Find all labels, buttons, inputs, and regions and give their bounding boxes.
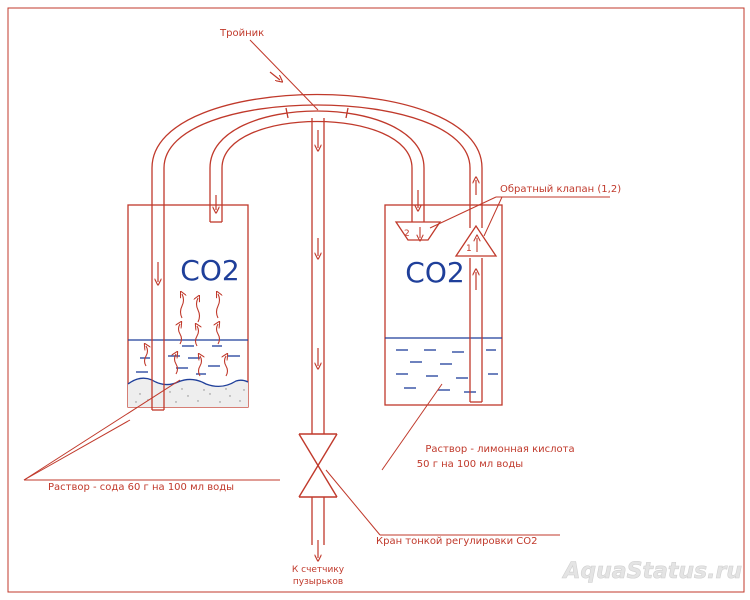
- right-gas-label: CO2: [405, 256, 464, 289]
- right-bottle: CO2: [384, 204, 503, 406]
- regulator-label: Кран тонкой регулировки CO2: [376, 536, 537, 547]
- left-gas-bubbles: [145, 294, 228, 377]
- check-valve-label: Обратный клапан (1,2): [500, 184, 621, 195]
- counter-label-line1: К счетчику: [292, 565, 345, 575]
- left-sediment-fill: [128, 378, 248, 407]
- left-sediment-line: [127, 377, 249, 388]
- citric-solution-label-line1: Раствор - лимонная кислота: [425, 444, 574, 455]
- check-valve-2-number: 2: [404, 229, 410, 239]
- check-valve-2: [394, 221, 442, 241]
- soda-leader-line-2: [23, 379, 181, 481]
- tee-leader-line: [249, 39, 319, 111]
- arch-flow-arrow: [269, 71, 280, 80]
- check-valve-leaders: [429, 196, 610, 237]
- left-long-tube: [151, 168, 165, 411]
- counter-label-line2: пузырьков: [293, 577, 343, 587]
- left-gas-label: CO2: [180, 254, 239, 287]
- regulator-valve: [298, 433, 338, 498]
- right-short-tube: [411, 168, 425, 222]
- left-short-tube: [209, 168, 223, 223]
- left-bottle: CO2: [127, 204, 249, 408]
- right-long-tube: [469, 168, 483, 403]
- arch-tubes: [151, 93, 483, 169]
- regulator-leader-line: [325, 469, 381, 536]
- right-bottle-body: [384, 204, 503, 406]
- citric-solution-label-line2: 50 г на 100 мл воды: [417, 459, 523, 470]
- left-bottle-body: [127, 204, 249, 408]
- right-liquid-dashes: [396, 349, 498, 393]
- tee-label: Тройник: [219, 28, 264, 39]
- check-valve-1-number: 1: [466, 244, 472, 254]
- citric-leader-line: [381, 383, 443, 471]
- check-valve-1: [454, 224, 498, 257]
- soda-leader-line-1: [23, 419, 131, 481]
- outer-frame: [7, 7, 745, 593]
- center-tube: [311, 118, 325, 545]
- watermark: AquaStatus.ru: [561, 559, 742, 584]
- soda-solution-label: Раствор - сода 60 г на 100 мл воды: [48, 482, 234, 493]
